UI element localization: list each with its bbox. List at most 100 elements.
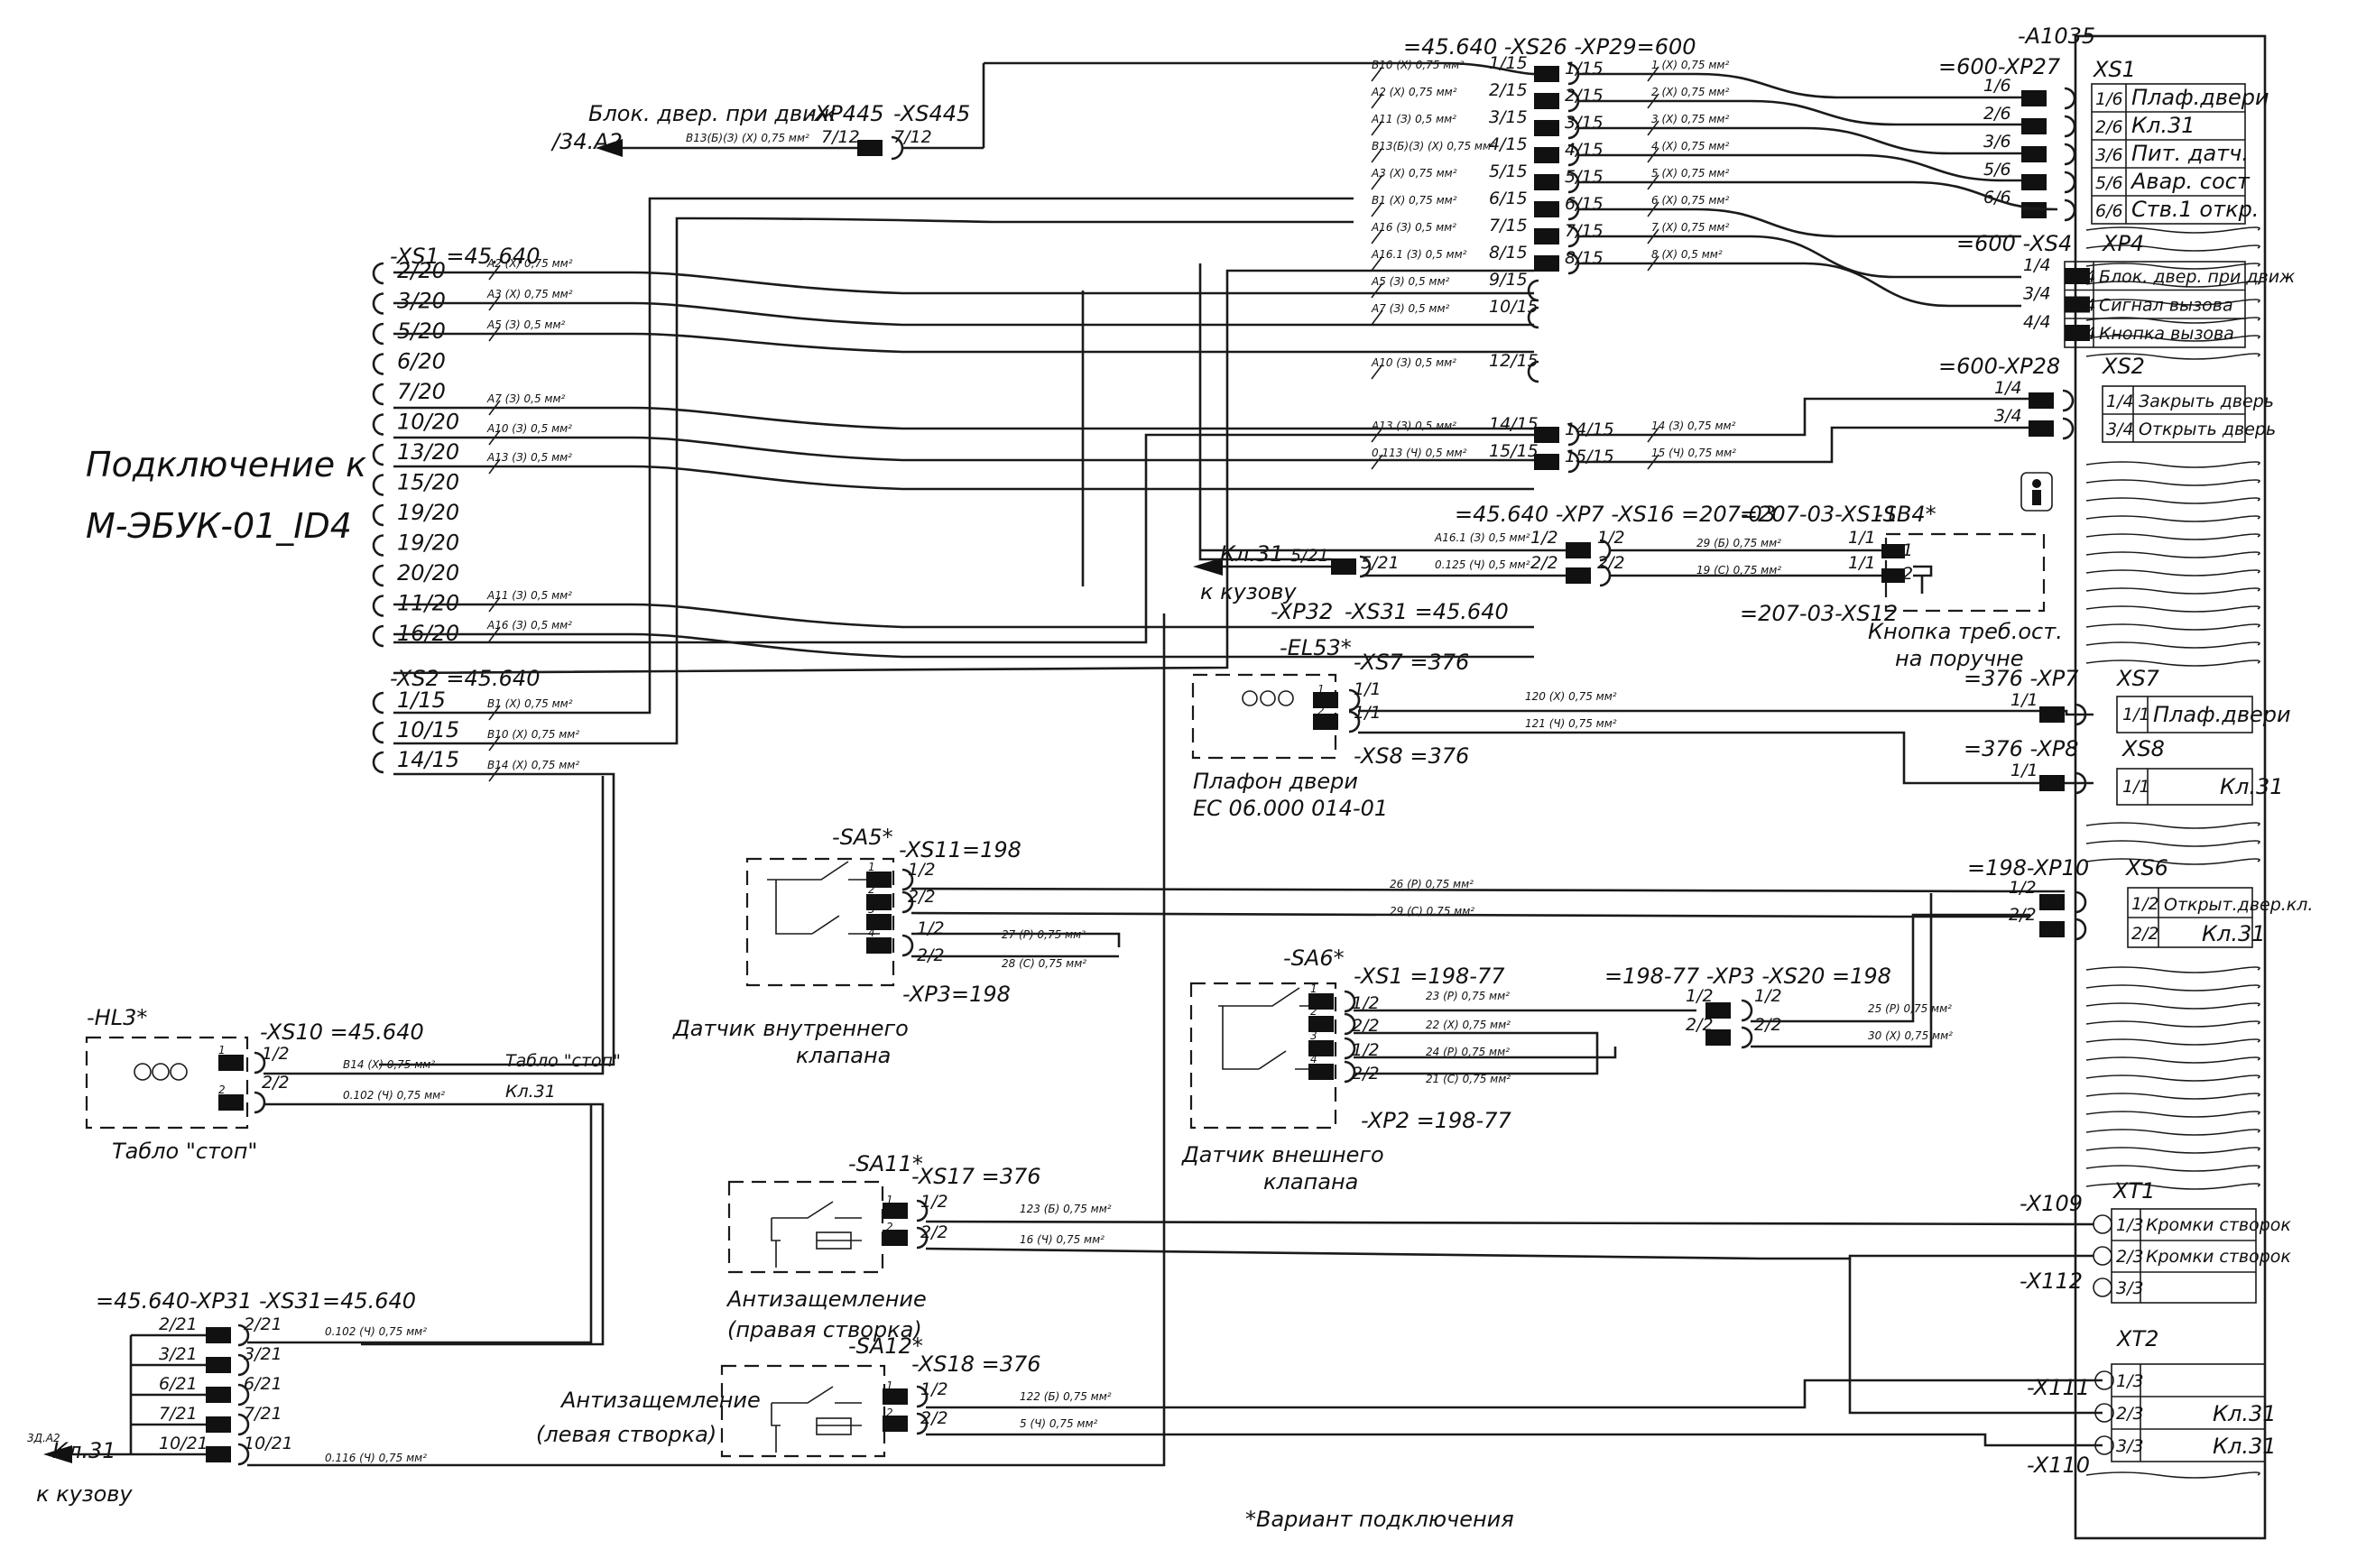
wire-label: А3 (Х) 0,75 мм² xyxy=(486,288,573,300)
wire xyxy=(1751,913,2030,1023)
wire xyxy=(372,751,384,774)
pin-label: 2/6 xyxy=(1983,104,2011,124)
wire xyxy=(2085,1002,2260,1010)
plug-pin xyxy=(206,1357,231,1373)
wire xyxy=(767,861,880,935)
row-label: Кл.31 xyxy=(2131,113,2195,138)
pin-label: 12/15 xyxy=(1489,351,1539,371)
wire-tick xyxy=(1371,255,1383,272)
wire xyxy=(2085,1075,2260,1082)
hl3-stop-display: -HL3* -XS10 =45.640 Табло "стоп" 121/22/… xyxy=(85,776,621,1346)
wire xyxy=(393,271,1534,295)
plug-pin xyxy=(2021,174,2047,190)
pin-label: 15/15 xyxy=(1489,441,1539,461)
svg-text:XP4: XP4 xyxy=(2101,231,2144,256)
svg-text:Плаф.двери: Плаф.двери xyxy=(2153,702,2291,727)
svg-text:клапана: клапана xyxy=(796,1043,891,1068)
pin-label: 5/15 xyxy=(1565,167,1604,187)
row-label: Ств.1 откр. xyxy=(2131,197,2259,222)
pin-number: 1 xyxy=(218,1044,226,1056)
pin-label: 2/2 xyxy=(1686,1015,1714,1035)
wire-label: А11 (З) 0,5 мм² xyxy=(1371,113,1456,125)
svg-text:-XS18 =376: -XS18 =376 xyxy=(911,1351,1041,1377)
wire xyxy=(372,262,384,285)
wire-label: А2 (Х) 0,75 мм² xyxy=(486,257,573,270)
wire-label: 120 (Х) 0,75 мм² xyxy=(1525,690,1617,703)
pin-label: 1/1 xyxy=(2010,690,2038,710)
pin-label: 2/2 xyxy=(262,1073,290,1093)
svg-text:-XP445: -XP445 xyxy=(808,101,884,126)
wire-label: 123 (Б) 0,75 мм² xyxy=(1020,1203,1112,1215)
terminal-icon xyxy=(2093,1277,2112,1297)
wire-label: 22 (Х) 0,75 мм² xyxy=(1426,1019,1511,1031)
plug-pin xyxy=(2039,775,2065,791)
wire xyxy=(1579,153,2021,182)
wire-label: 121 (Ч) 0,75 мм² xyxy=(1525,717,1617,730)
svg-text:Кл.31: Кл.31 xyxy=(2220,774,2284,799)
wire xyxy=(2085,1093,2260,1100)
row-label: Авар. сост xyxy=(2130,169,2251,194)
pin-number: 1 xyxy=(868,861,875,873)
wire-label: 122 (Б) 0,75 мм² xyxy=(1020,1390,1112,1403)
wire xyxy=(910,911,2030,918)
wire-tick xyxy=(488,295,501,311)
wire xyxy=(2085,966,2260,973)
svg-text:-XS1 =198-77: -XS1 =198-77 xyxy=(1354,964,1505,989)
wire-label: 3 (Х) 0,75 мм² xyxy=(1651,113,1729,125)
pin-number: 4 xyxy=(868,927,875,939)
plug-pin xyxy=(1534,174,1559,190)
pin-label: 1/2 xyxy=(1530,528,1558,548)
wire xyxy=(2085,1147,2260,1154)
row-label: Пит. датч. xyxy=(2131,141,2249,166)
wire xyxy=(372,353,384,375)
wire xyxy=(1567,171,1580,194)
pin-label: 1/2 xyxy=(1686,986,1714,1006)
pin-label: 3/21 xyxy=(159,1344,198,1364)
wire xyxy=(372,383,384,406)
svg-text:XS8: XS8 xyxy=(2121,736,2165,761)
wire xyxy=(926,1433,2103,1447)
wire xyxy=(2085,1183,2260,1190)
svg-text:Табло "стоп": Табло "стоп" xyxy=(112,1139,257,1164)
pin-number: 1 xyxy=(886,1379,893,1392)
svg-text:=45.640 -XS26 -XP29=600: =45.640 -XS26 -XP29=600 xyxy=(1403,34,1696,60)
wire xyxy=(2085,587,2260,595)
plug-pin xyxy=(2039,706,2065,723)
svg-text:=207-03-XS11: =207-03-XS11 xyxy=(1740,502,1898,527)
pin-label: 3/15 xyxy=(1489,107,1528,127)
pin-label: 5/20 xyxy=(397,318,446,344)
pin-number: 3 xyxy=(868,903,875,916)
svg-text:-XS445: -XS445 xyxy=(893,101,970,126)
pin-label: 7/21 xyxy=(159,1404,198,1424)
svg-text:-XP32: -XP32 xyxy=(1271,599,1333,624)
wire-label: В10 (Х) 0,75 мм² xyxy=(487,728,579,741)
wire-label: А16.1 (З) 0,5 мм² xyxy=(1434,531,1530,544)
sa11-anti-pinch-right: -SA11* -XS17 =376 Антизащемление (правая… xyxy=(726,1151,2112,1342)
wire xyxy=(2085,533,2260,540)
svg-text:=207-03-XS12: =207-03-XS12 xyxy=(1740,601,1898,626)
pin-number: 3 xyxy=(1310,1029,1317,1042)
wire-tick xyxy=(488,458,501,475)
wire-label: 30 (Х) 0,75 мм² xyxy=(1868,1029,1953,1042)
pin-label: 10/21 xyxy=(159,1434,208,1453)
wire-label: 28 (С) 0,75 мм² xyxy=(1002,957,1086,970)
wire xyxy=(393,433,1534,644)
wire xyxy=(916,1385,929,1408)
wire xyxy=(1527,306,1539,329)
wire xyxy=(2085,299,2260,306)
pin-label: 2/15 xyxy=(1565,86,1604,106)
wire xyxy=(393,436,1534,462)
wire-tick xyxy=(488,596,501,613)
wire xyxy=(901,890,914,914)
pin-label: 5/6 xyxy=(1983,160,2011,180)
wire-tick xyxy=(1371,174,1383,190)
wire xyxy=(1579,99,2021,126)
pin-label: 1/1 xyxy=(1848,553,1876,573)
wire xyxy=(2085,551,2260,558)
wire-label: 14 (З) 0,75 мм² xyxy=(1651,420,1736,432)
wire xyxy=(372,595,384,617)
wire-label: А3 (Х) 0,75 мм² xyxy=(1371,167,1457,180)
plug-pin xyxy=(2021,90,2047,106)
wire xyxy=(2085,353,2260,360)
